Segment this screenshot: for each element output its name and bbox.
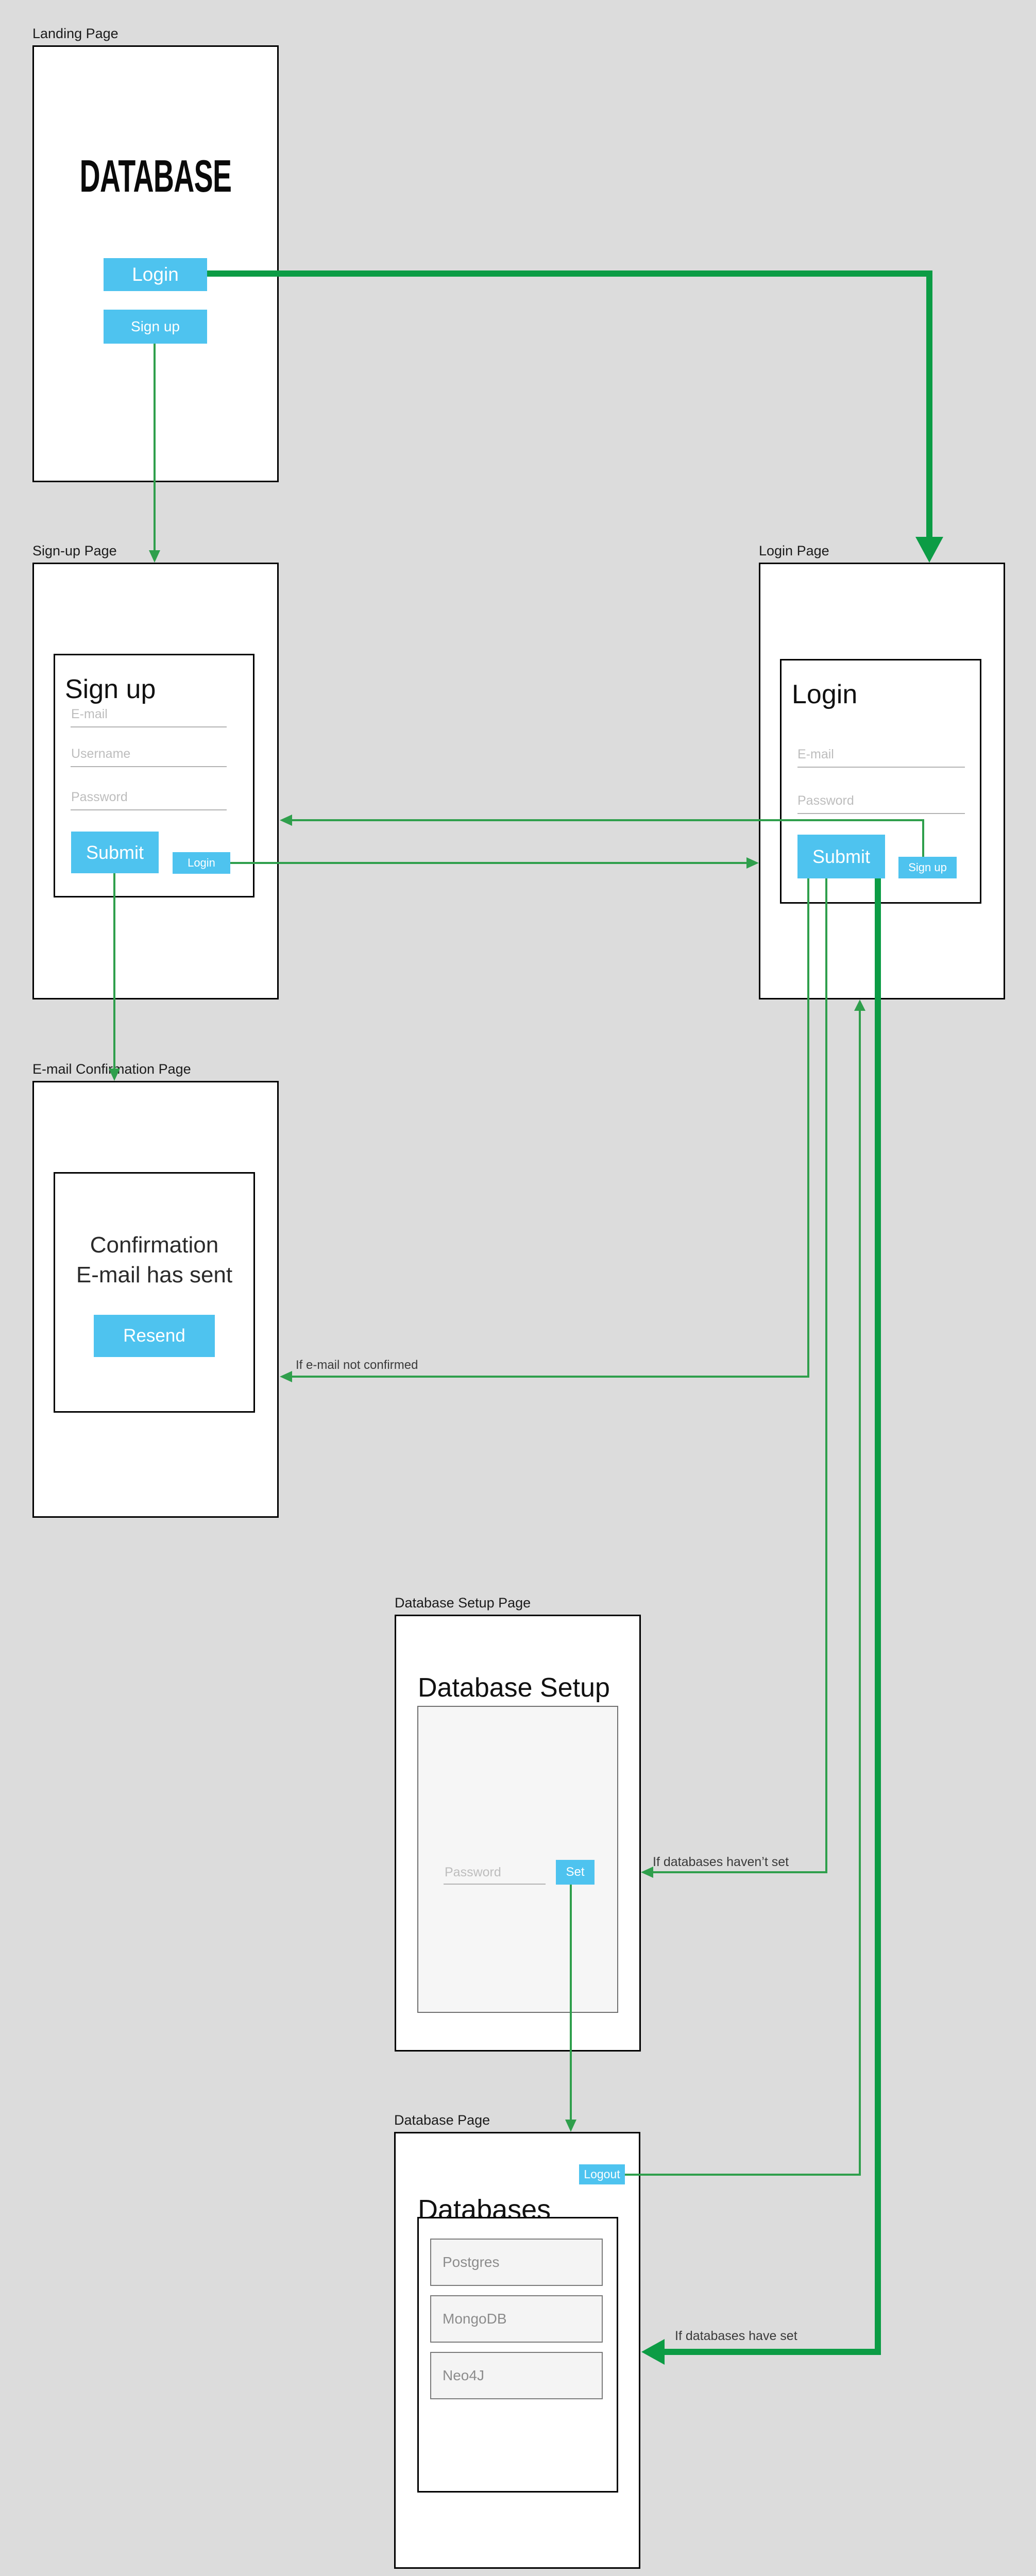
arrowhead-into-confirmation-page-right bbox=[280, 1371, 292, 1382]
arrow-databases-set-horizontal bbox=[664, 2349, 881, 2355]
arrow-landing-login-to-login-horizontal bbox=[207, 270, 932, 277]
arrowhead-into-confirmation-page bbox=[109, 1069, 120, 1081]
arrow-databases-not-set-vertical bbox=[825, 878, 827, 1872]
database-item-neo4j[interactable]: Neo4J bbox=[430, 2352, 603, 2399]
database-item-postgres[interactable]: Postgres bbox=[430, 2239, 603, 2286]
signup-username-field[interactable]: Username bbox=[71, 747, 131, 761]
arrow-landing-login-to-login-vertical bbox=[926, 270, 932, 537]
database-page-label: Database Page bbox=[394, 2112, 490, 2128]
login-signup-button[interactable]: Sign up bbox=[898, 857, 957, 878]
arrowhead-into-database-page-right bbox=[641, 2339, 665, 2365]
arrow-signup-submit-to-confirmation bbox=[113, 873, 115, 1070]
login-email-underline bbox=[797, 767, 965, 768]
signup-page-label: Sign-up Page bbox=[32, 543, 117, 558]
login-email-field[interactable]: E-mail bbox=[797, 747, 834, 761]
setup-set-button[interactable]: Set bbox=[556, 1860, 595, 1885]
database-logout-button[interactable]: Logout bbox=[579, 2164, 625, 2184]
arrow-databases-not-set-horizontal bbox=[652, 1871, 827, 1873]
arrow-email-not-confirmed-vertical bbox=[807, 878, 809, 1377]
confirmation-message-box bbox=[54, 1172, 255, 1413]
setup-password-underline bbox=[444, 1884, 546, 1885]
signup-username-underline bbox=[71, 766, 227, 767]
login-page-label: Login Page bbox=[759, 543, 829, 558]
login-submit-button[interactable]: Submit bbox=[797, 835, 885, 878]
signup-password-field[interactable]: Password bbox=[71, 790, 128, 804]
arrow-login-signup-horizontal bbox=[291, 819, 924, 821]
flow-label-email-not-confirmed: If e-mail not confirmed bbox=[296, 1358, 418, 1372]
confirmation-message-line2: E-mail has sent bbox=[76, 1262, 233, 1287]
confirmation-message-line1: Confirmation bbox=[90, 1232, 219, 1258]
database-setup-panel bbox=[417, 1706, 618, 2013]
landing-page-label: Landing Page bbox=[32, 26, 118, 41]
landing-login-button[interactable]: Login bbox=[104, 258, 207, 291]
login-password-field[interactable]: Password bbox=[797, 793, 854, 808]
arrowhead-into-signup-page-right bbox=[280, 815, 292, 826]
arrow-signup-login-to-login-page bbox=[230, 862, 748, 864]
landing-brand-logo: DATABASE bbox=[79, 150, 232, 201]
arrowhead-into-login-page bbox=[915, 537, 943, 563]
arrowhead-into-database-page-top bbox=[565, 2120, 576, 2132]
arrow-landing-signup-to-signup-page bbox=[154, 344, 156, 551]
signup-login-button[interactable]: Login bbox=[173, 852, 230, 874]
arrow-logout-vertical bbox=[859, 1010, 861, 2175]
arrow-email-not-confirmed-horizontal bbox=[291, 1376, 809, 1378]
flow-label-databases-set: If databases have set bbox=[675, 2329, 797, 2343]
arrow-set-to-database-page bbox=[570, 1885, 572, 2121]
flow-label-databases-not-set: If databases haven’t set bbox=[653, 1855, 789, 1869]
database-item-mongodb[interactable]: MongoDB bbox=[430, 2295, 603, 2343]
signup-form-heading: Sign up bbox=[65, 674, 156, 704]
login-password-underline bbox=[797, 813, 965, 814]
arrow-databases-set-vertical bbox=[875, 878, 881, 2355]
arrow-login-signup-vertical bbox=[922, 820, 924, 857]
arrowhead-into-login-page-bottom bbox=[854, 999, 865, 1011]
arrowhead-into-setup-page-right bbox=[641, 1867, 653, 1878]
login-form-heading: Login bbox=[792, 680, 858, 709]
database-setup-heading: Database Setup bbox=[418, 1673, 610, 1703]
signup-email-underline bbox=[71, 726, 227, 727]
signup-submit-button[interactable]: Submit bbox=[71, 832, 159, 873]
confirmation-resend-button[interactable]: Resend bbox=[94, 1315, 215, 1357]
landing-signup-button[interactable]: Sign up bbox=[104, 310, 207, 344]
signup-password-underline bbox=[71, 809, 227, 810]
database-setup-page-label: Database Setup Page bbox=[395, 1595, 531, 1611]
arrowhead-into-login-page-left bbox=[746, 857, 759, 869]
setup-password-field[interactable]: Password bbox=[445, 1865, 501, 1879]
signup-email-field[interactable]: E-mail bbox=[71, 707, 108, 721]
arrow-logout-horizontal bbox=[625, 2174, 861, 2176]
arrowhead-into-signup-page bbox=[149, 550, 160, 563]
